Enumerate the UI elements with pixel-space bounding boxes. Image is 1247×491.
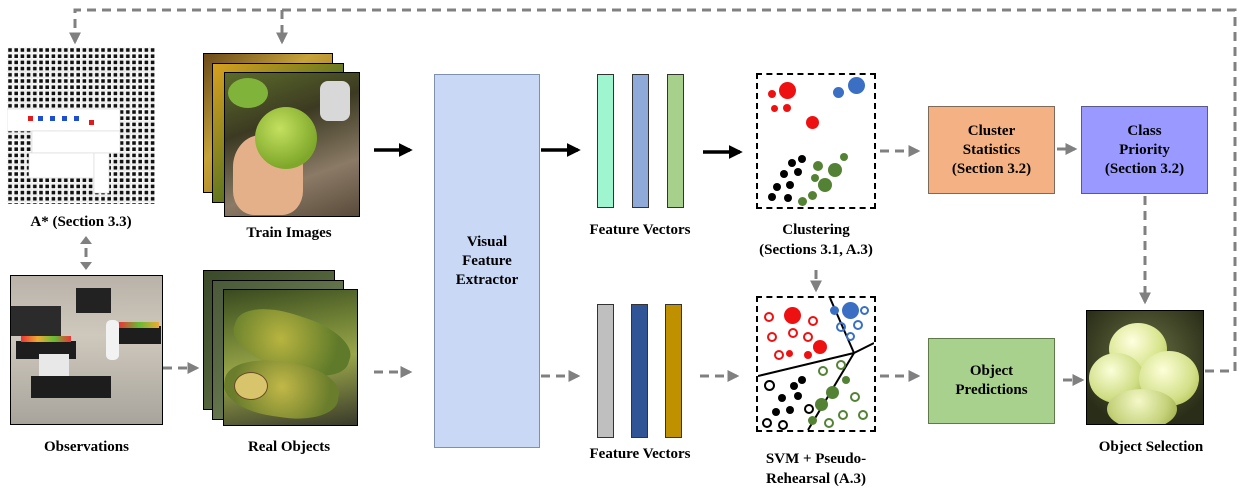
- class-priority-line1: Class: [1127, 122, 1162, 139]
- papaya-photo-stack-icon: [223, 289, 358, 426]
- cluster-stats-line2: Statistics: [962, 141, 1021, 158]
- cluster-stats-line1: Cluster: [967, 122, 1016, 139]
- clustering-caption-line1: Clustering: [782, 222, 850, 238]
- cluster-statistics-box: Cluster Statistics (Section 3.2): [928, 106, 1055, 194]
- feature-vector-top-3: [667, 74, 684, 208]
- feature-vectors-top-caption: Feature Vectors: [589, 222, 691, 238]
- astar-arrowhead-down: [80, 262, 92, 270]
- feature-vector-bottom-1: [597, 304, 614, 438]
- object-predictions-box: Object Predictions: [928, 338, 1055, 424]
- svm-panel: [756, 296, 876, 432]
- apples-photo-icon: [1086, 310, 1204, 425]
- cluster-stats-line3: (Section 3.2): [951, 160, 1032, 177]
- extractor-label-line1: Visual: [466, 233, 508, 250]
- object-predictions-line2: Predictions: [955, 382, 1028, 398]
- svm-caption-line1: SVM + Pseudo-: [765, 451, 867, 467]
- astar-arrowhead-up: [80, 236, 92, 244]
- feature-vector-top-1: [597, 74, 614, 208]
- class-priority-line3: (Section 3.2): [1104, 160, 1185, 177]
- clustering-caption-line2: (Sections 3.1, A.3): [759, 242, 873, 258]
- occupancy-grid-map-icon: [7, 47, 155, 204]
- object-selection-caption: Object Selection: [1098, 439, 1204, 455]
- real-objects-caption: Real Objects: [247, 439, 331, 455]
- fruit-photo-stack-icon: [224, 72, 360, 217]
- svm-caption-line2: Rehearsal (A.3): [766, 471, 866, 487]
- feature-vectors-bottom-caption: Feature Vectors: [589, 446, 691, 462]
- feature-vector-top-2: [632, 74, 649, 208]
- feedback-loop-arrow: [69, 8, 1237, 373]
- object-predictions-line1: Object: [969, 363, 1014, 379]
- robot-lab-photo-icon: [10, 275, 163, 425]
- feature-vector-bottom-3: [665, 304, 682, 438]
- class-priority-box: Class Priority (Section 3.2): [1081, 106, 1208, 194]
- observations-caption: Observations: [43, 439, 129, 455]
- clustering-panel: [756, 73, 876, 209]
- visual-feature-extractor-box: Visual Feature Extractor: [434, 74, 540, 448]
- class-priority-line2: Priority: [1119, 141, 1170, 158]
- astar-caption: A* (Section 3.3): [30, 214, 132, 230]
- extractor-label-line3: Extractor: [455, 271, 519, 288]
- extractor-label-line2: Feature: [462, 252, 512, 269]
- train-images-caption: Train Images: [246, 225, 332, 241]
- feature-vector-bottom-2: [631, 304, 648, 438]
